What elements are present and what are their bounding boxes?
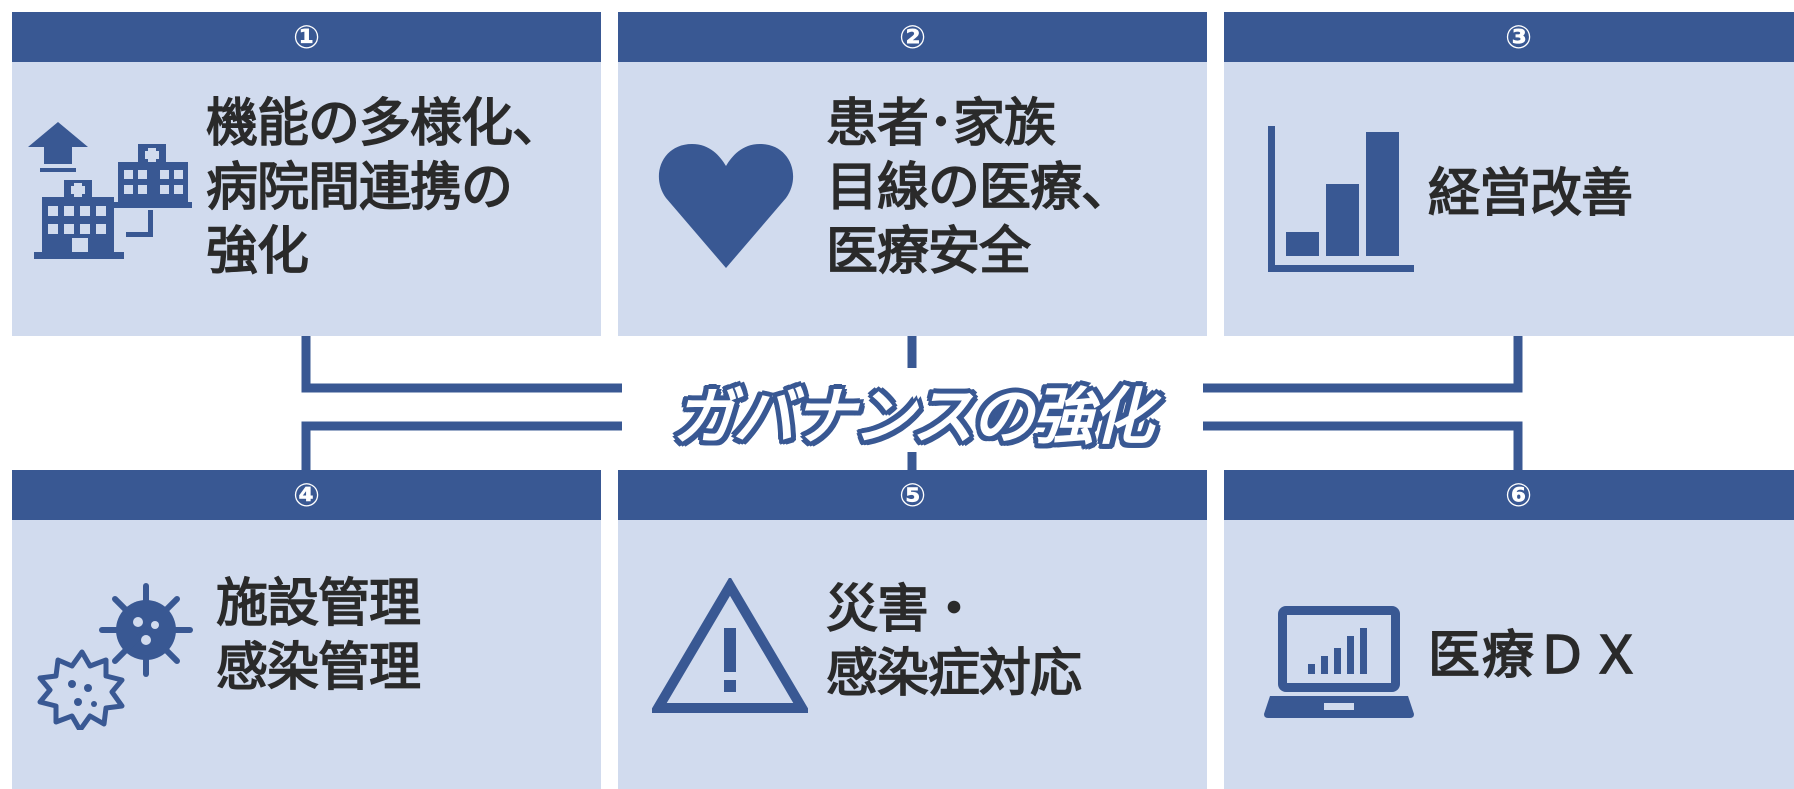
connector-card4 bbox=[301, 421, 622, 470]
card-disaster-response: ⑤ 災害・ 感染症対応 bbox=[618, 470, 1207, 789]
card-number: ⑥ bbox=[1224, 470, 1794, 520]
hospital-network-icon bbox=[28, 122, 198, 276]
card-label: 災害・ 感染症対応 bbox=[826, 580, 1082, 704]
card-patient-safety: ② 患者･家族 目線の医療、 医療安全 bbox=[618, 12, 1207, 336]
virus-icon bbox=[34, 580, 194, 734]
card-management-improvement: ③ 経営改善 bbox=[1224, 12, 1794, 336]
card-label: 医療ＤＸ bbox=[1428, 626, 1645, 686]
card-function-diversification: ① bbox=[12, 12, 601, 336]
card-label: 患者･家族 目線の医療、 医療安全 bbox=[826, 94, 1133, 282]
card-label: 機能の多様化、 病院間連携の 強化 bbox=[206, 94, 564, 282]
card-medical-dx: ⑥ 医療ＤＸ bbox=[1224, 470, 1794, 789]
card-number: ⑤ bbox=[618, 470, 1207, 520]
connector-card3 bbox=[1203, 336, 1523, 393]
warning-icon bbox=[649, 576, 811, 720]
laptop-chart-icon bbox=[1264, 606, 1414, 722]
connector-card1 bbox=[301, 336, 622, 393]
heart-icon bbox=[658, 140, 794, 274]
card-number: ① bbox=[12, 12, 601, 62]
card-number: ③ bbox=[1224, 12, 1794, 62]
card-facility-infection: ④ bbox=[12, 470, 601, 789]
card-number: ② bbox=[618, 12, 1207, 62]
center-title: ガバナンスの強化 bbox=[673, 380, 1154, 453]
card-label: 施設管理 感染管理 bbox=[216, 574, 421, 698]
card-label: 経営改善 bbox=[1428, 164, 1633, 224]
connector-card6 bbox=[1203, 421, 1523, 470]
bar-chart-icon bbox=[1268, 126, 1414, 280]
card-number: ④ bbox=[12, 470, 601, 520]
